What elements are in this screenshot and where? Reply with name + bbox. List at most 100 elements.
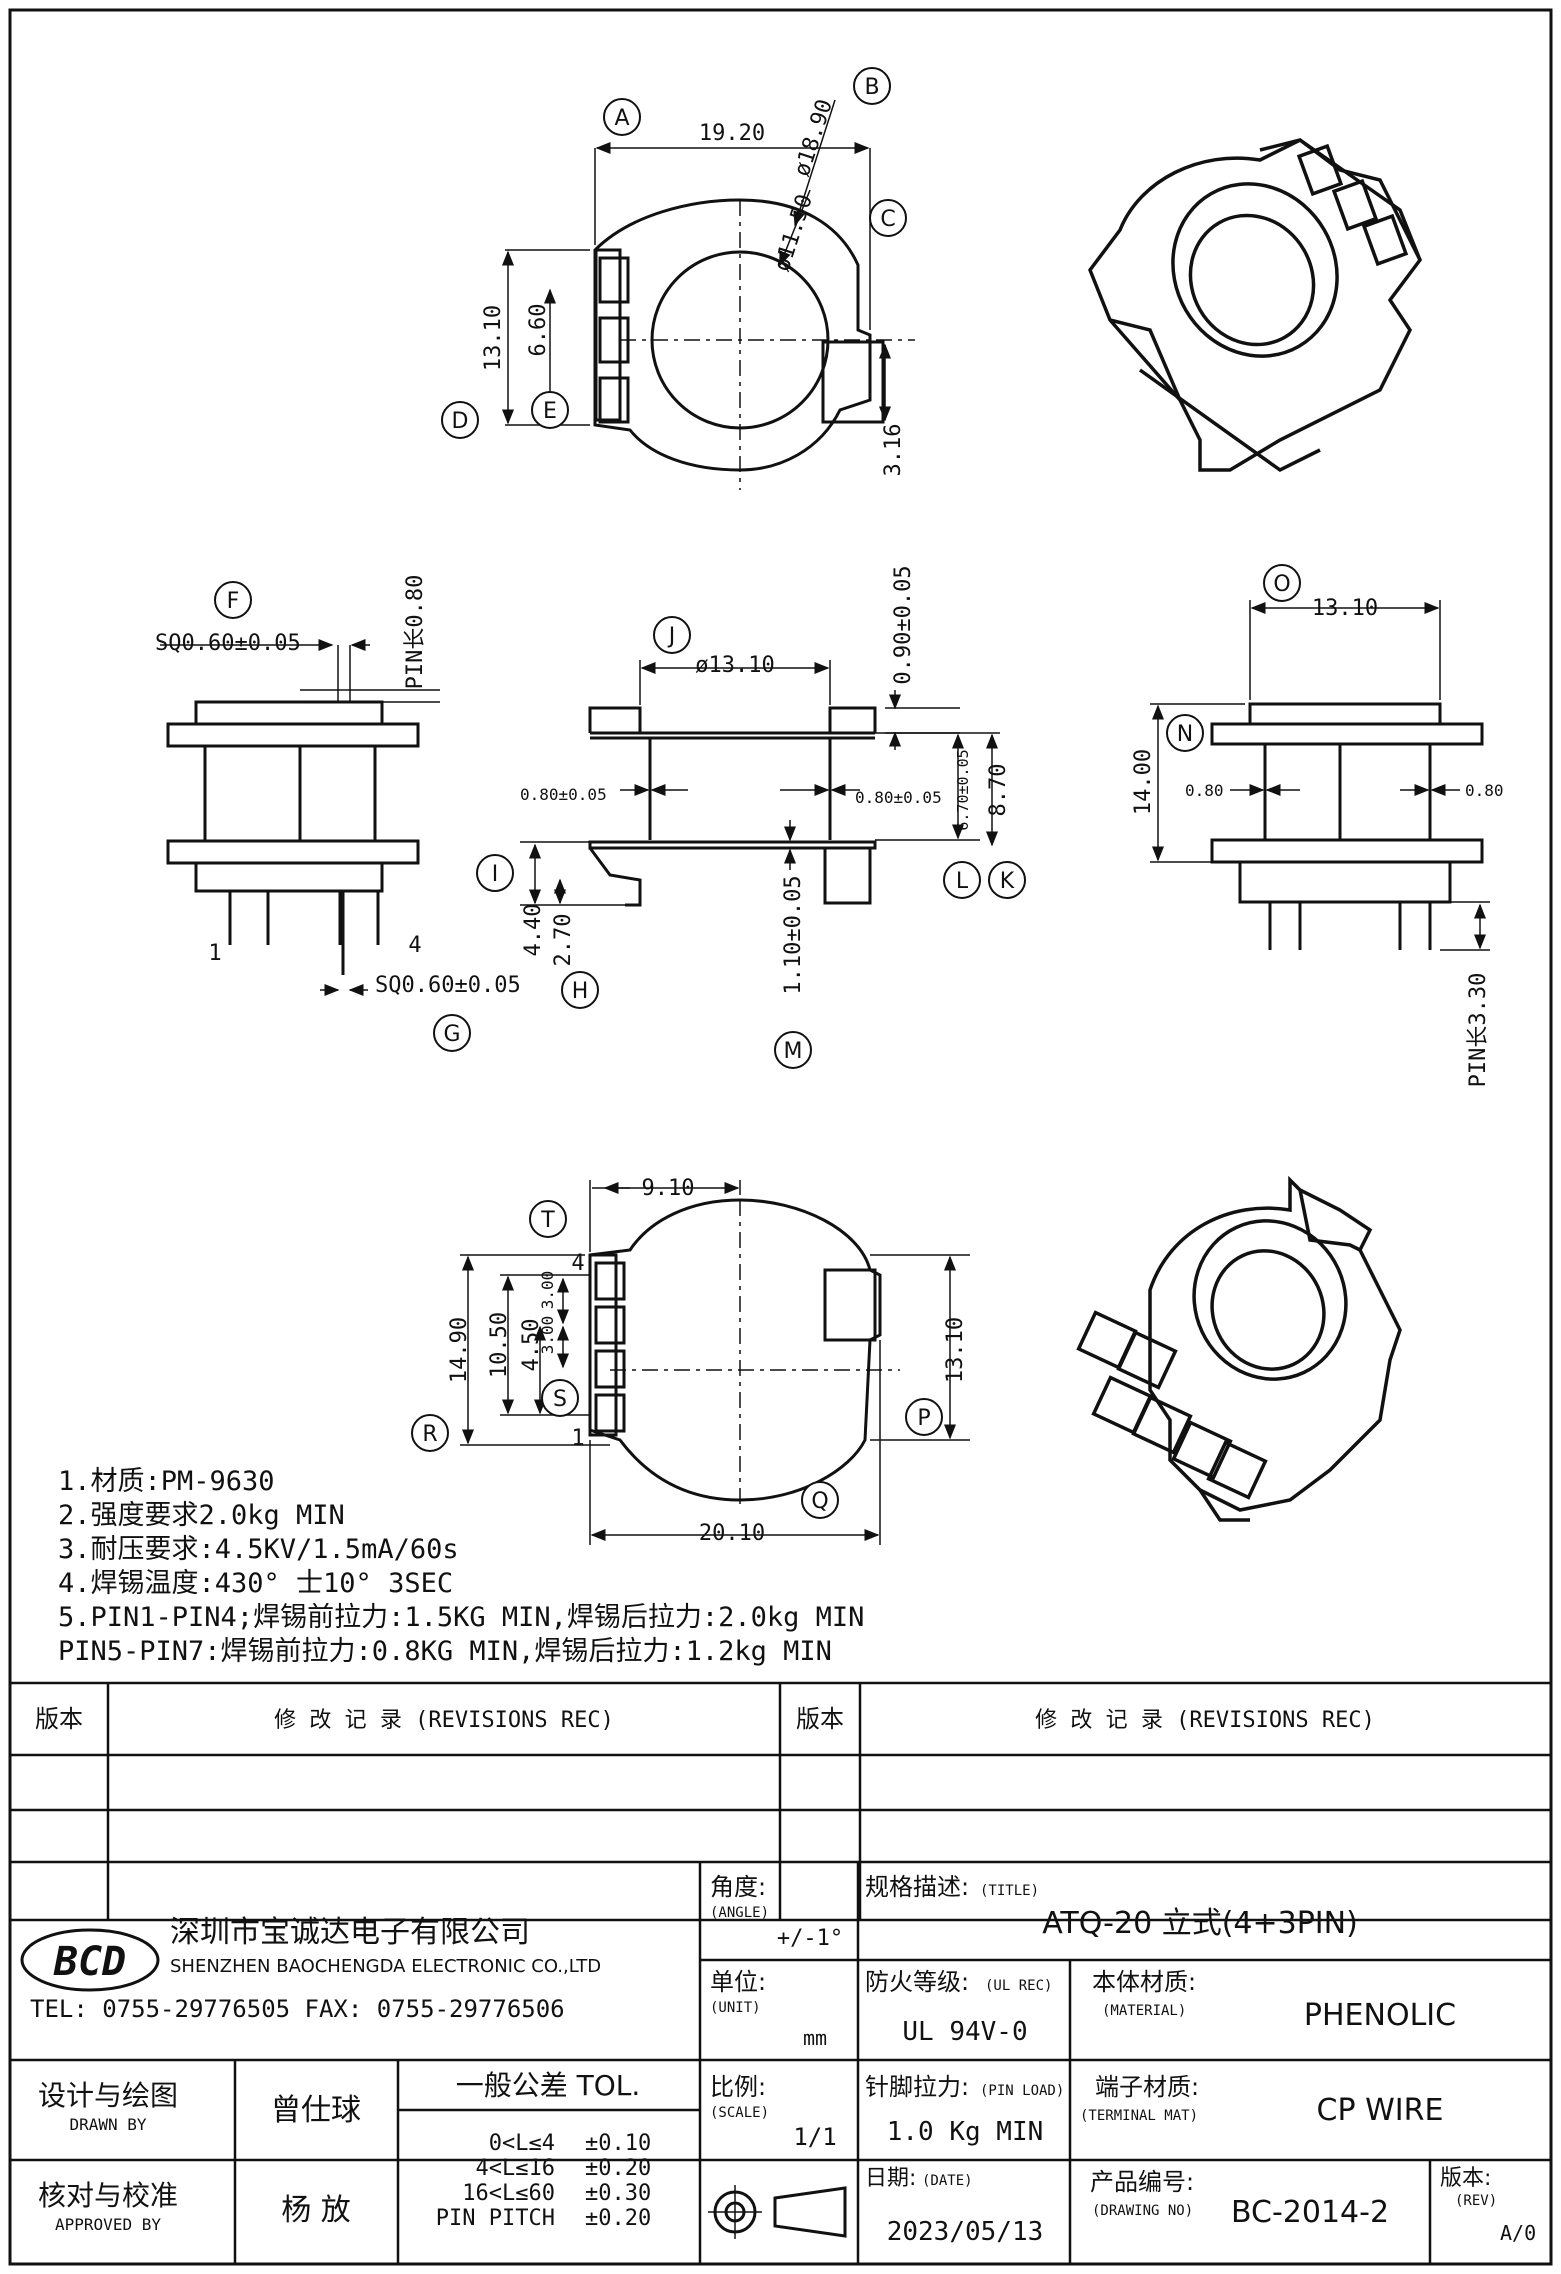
rev-label: 版本:	[1440, 2166, 1491, 2191]
dim-front-670: 6.70±0.05	[954, 749, 972, 830]
callout-i: I	[492, 862, 499, 887]
rev-col-version-right: 版本	[796, 1705, 844, 1733]
dim-side-left: 0.80	[1185, 781, 1224, 800]
iso-view-bottom	[1076, 1175, 1402, 1522]
tol-range-1: 0<L≤4	[489, 2131, 555, 2156]
callout-circle-g	[433, 1014, 471, 1052]
dim-side-pin: PIN长3.30	[1466, 973, 1491, 1088]
callout-circle-s	[541, 1379, 579, 1417]
fire-label: 防火等级:	[865, 1968, 969, 1996]
callout-circle-o	[1263, 564, 1301, 602]
material-sub: (MATERIAL)	[1102, 2003, 1186, 2019]
unit-value: mm	[803, 2026, 827, 2050]
callout-circle-f	[214, 581, 252, 619]
dim-front-110: 1.10±0.05	[781, 875, 806, 994]
terminal-value: CP WIRE	[1317, 2093, 1444, 2128]
dim-bot-2010: 20.10	[699, 1521, 765, 1546]
material-label: 本体材质:	[1092, 1968, 1196, 1996]
date-label: 日期:	[865, 2166, 916, 2191]
approver-label: 核对与校准	[38, 2179, 178, 2212]
top-view-dims	[502, 99, 891, 427]
note-6: PIN5-PIN7:焊锡前拉力:0.8KG MIN,焊锡后拉力:1.2kg MI…	[58, 1636, 832, 1667]
approver-sub: APPROVED BY	[55, 2215, 161, 2234]
approver-name: 杨 放	[281, 2193, 351, 2228]
callout-circle-k	[988, 861, 1026, 899]
callout-a: A	[614, 106, 629, 131]
designer-name: 曾仕球	[271, 2093, 361, 2128]
terminal-sub: (TERMINAL MAT)	[1080, 2108, 1198, 2124]
angle-sub: (ANGLE)	[710, 1905, 769, 1921]
tol-range-4: PIN PITCH	[436, 2206, 555, 2231]
callout-q: Q	[811, 1489, 828, 1514]
dim-bot-1050: 10.50	[487, 1312, 512, 1378]
dim-side-width: 13.10	[1312, 596, 1378, 621]
callout-j: J	[667, 624, 676, 649]
tol-value-1: ±0.10	[585, 2131, 651, 2156]
pin-label-1: 1	[208, 941, 221, 966]
callout-c: C	[880, 207, 895, 232]
date-value: 2023/05/13	[887, 2217, 1044, 2247]
dim-front-side-right: 0.80±0.05	[855, 788, 942, 807]
terminal-label: 端子材质:	[1095, 2073, 1199, 2101]
callout-s: S	[553, 1387, 567, 1412]
bot-pin-label-4: 4	[571, 1251, 584, 1276]
tol-value-2: ±0.20	[585, 2156, 651, 2181]
callout-r: R	[422, 1422, 437, 1447]
rev-col-version-left: 版本	[35, 1705, 83, 1733]
rev-col-record-right: 修 改 记 录 (REVISIONS REC)	[1035, 1708, 1375, 1733]
callout-circle-r	[411, 1414, 449, 1452]
dim-bot-910: 9.10	[642, 1176, 695, 1201]
note-4: 4.焊锡温度:430° 士10° 3SEC	[58, 1568, 453, 1599]
tol-range-3: 16<L≤60	[462, 2181, 555, 2206]
dim-top-tab: 3.16	[881, 424, 906, 477]
material-value: PHENOLIC	[1304, 1998, 1456, 2033]
tol-range-2: 4<L≤16	[476, 2156, 555, 2181]
dim-front-870: 8.70	[986, 764, 1011, 817]
bottom-view-dims	[460, 1180, 970, 1545]
callout-circle-h	[561, 971, 599, 1009]
callout-g: G	[443, 1022, 460, 1047]
rev-sub: (REV)	[1455, 2193, 1497, 2209]
dim-front-dia: ø13.10	[695, 653, 774, 678]
callout-circle-m	[774, 1031, 812, 1069]
bottom-view	[588, 1198, 900, 1510]
pin-load-label: 针脚拉力:	[865, 2073, 969, 2101]
pin-load-value: 1.0 Kg MIN	[887, 2117, 1044, 2147]
dim-pin-len: PIN长0.80	[403, 575, 428, 690]
front-view	[588, 706, 877, 907]
dim-bot-300b: 3.00	[538, 1316, 557, 1355]
callout-circle-j	[653, 616, 691, 654]
dim-sq-top: SQ0.60±0.05	[155, 631, 301, 656]
callout-circle-n	[1166, 714, 1204, 752]
unit-sub: (UNIT)	[710, 2000, 761, 2016]
date-sub: (DATE)	[922, 2173, 973, 2189]
callout-m: M	[784, 1039, 803, 1064]
dim-bot-300a: 3.00	[538, 1271, 557, 1310]
callout-circle-p	[905, 1398, 943, 1436]
title-block-grid	[8, 1681, 1553, 2266]
callout-l: L	[956, 869, 969, 894]
callout-circle-b	[853, 67, 891, 105]
pin-label-4: 4	[408, 933, 421, 958]
company-contact: TEL: 0755-29776505 FAX: 0755-29776506	[30, 1995, 565, 2023]
rev-col-record-left: 修 改 记 录 (REVISIONS REC)	[274, 1708, 614, 1733]
drawing-no-sub: (DRAWING NO)	[1092, 2203, 1193, 2219]
dim-top-height: 13.10	[481, 305, 506, 371]
callout-b: B	[864, 75, 879, 100]
callout-p: P	[917, 1406, 930, 1431]
scale-sub: (SCALE)	[710, 2105, 769, 2121]
note-2: 2.强度要求2.0kg MIN	[58, 1500, 345, 1531]
callout-circle-l	[943, 861, 981, 899]
callout-circle-e	[531, 391, 569, 429]
fire-sub: (UL REC)	[985, 1978, 1052, 1994]
note-3: 3.耐压要求:4.5KV/1.5mA/60s	[58, 1534, 459, 1565]
pin-load-sub: (PIN LOAD)	[980, 2083, 1064, 2099]
note-1: 1.材质:PM-9630	[58, 1466, 275, 1497]
designer-label: 设计与绘图	[38, 2079, 178, 2112]
callout-circle-a	[603, 98, 641, 136]
callout-circle-c	[869, 199, 907, 237]
dim-top-dia-outer: ø18.90	[790, 96, 838, 179]
unit-label: 单位:	[710, 1968, 766, 1996]
